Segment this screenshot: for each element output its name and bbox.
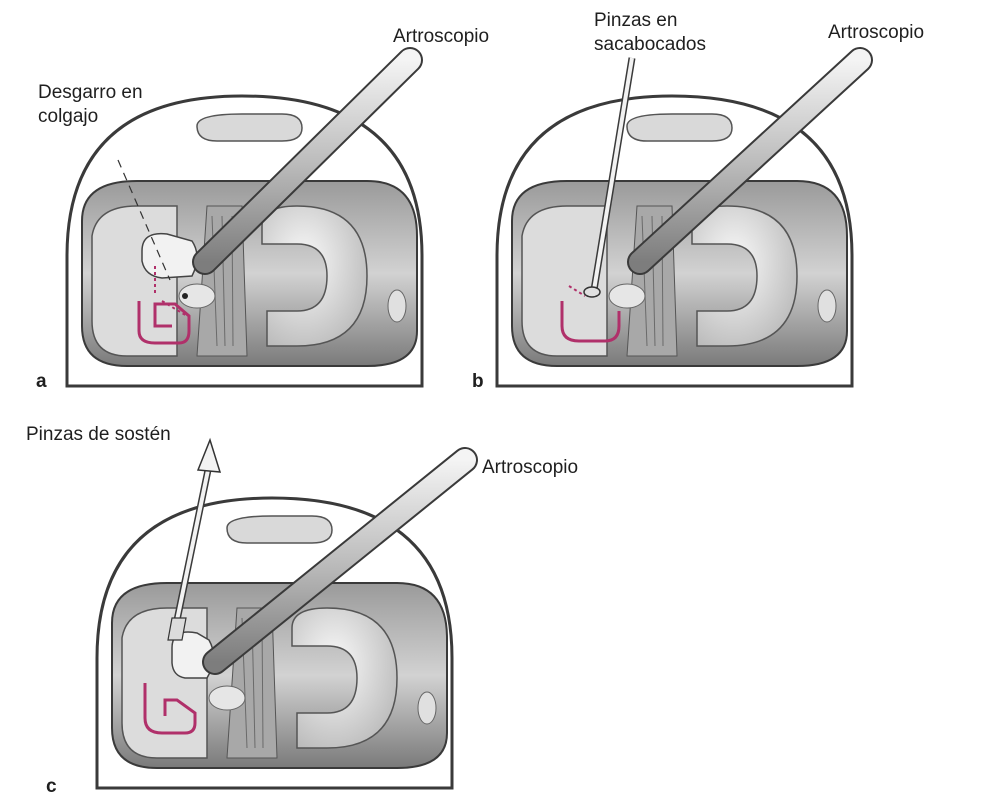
panel-letter-b: b [472,371,484,392]
label-arthroscope-a: Artroscopio [393,26,489,47]
panel-letter-a: a [36,371,47,392]
label-flap-tear-line2: colgajo [38,106,98,127]
tear-highlight [137,301,191,345]
label-arthroscope-b: Artroscopio [828,22,924,43]
meniscus-flap [141,232,198,279]
panel-b [495,94,854,388]
label-punch-line1: Pinzas en [594,10,677,31]
arthroscope-a [192,47,423,275]
label-flap-tear-line1: Desgarro en [38,82,143,103]
tear-highlight [143,683,197,735]
label-arthroscope-c: Artroscopio [482,457,578,478]
arthroscope-b [627,47,873,275]
panel-c [95,496,454,790]
tear-pointer-line [117,159,171,281]
pull-arrow-icon [196,437,222,473]
punch-forceps [583,57,636,298]
label-grasper: Pinzas de sostén [26,424,171,445]
tear-highlight [560,301,621,343]
arthroscope-c [202,447,478,675]
panel-letter-c: c [46,776,57,797]
label-punch-line2: sacabocados [594,34,706,55]
grasper-forceps [167,437,222,641]
tear-dashes [154,266,188,317]
